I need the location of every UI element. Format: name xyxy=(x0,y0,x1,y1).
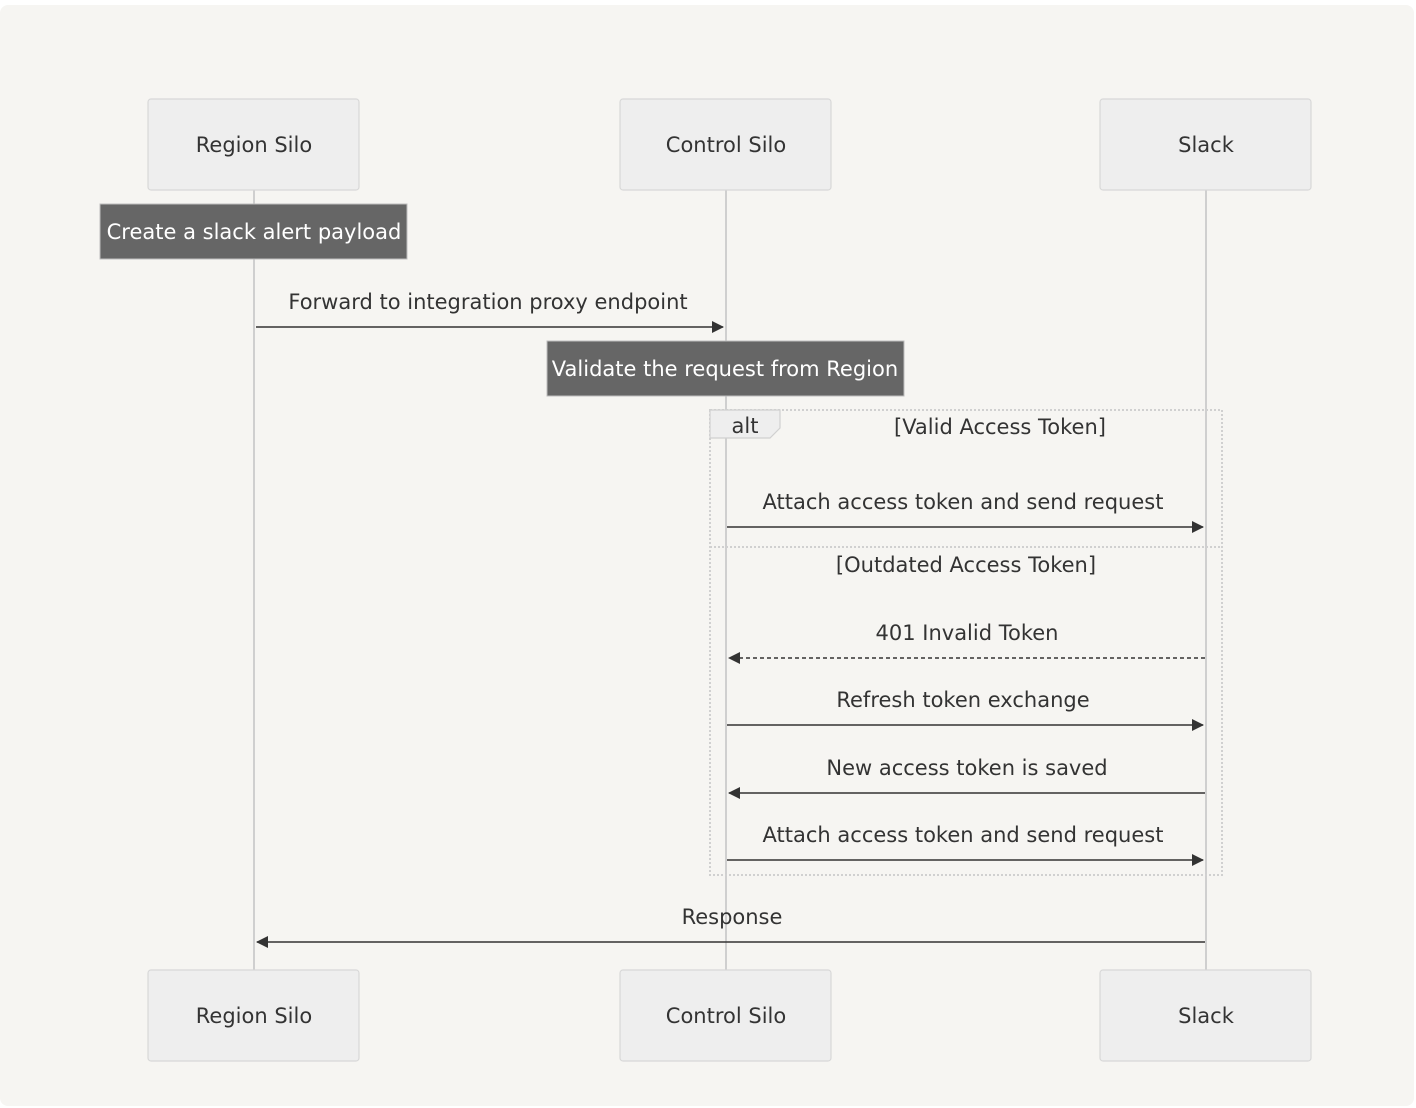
message-label: New access token is saved xyxy=(826,756,1107,780)
message-refresh-exchange: Refresh token exchange xyxy=(727,688,1204,731)
actor-label: Control Silo xyxy=(666,1004,786,1028)
alt-border xyxy=(709,409,1223,876)
message-label: Attach access token and send request xyxy=(763,490,1164,514)
note-create-payload: Create a slack alert payload xyxy=(99,203,408,260)
alt-tab xyxy=(709,409,781,439)
message-response: Response xyxy=(256,905,1205,948)
note-text: Validate the request from Region xyxy=(552,357,898,381)
actor-bottom-control: Control Silo xyxy=(619,969,832,1062)
actor-label: Region Silo xyxy=(196,1004,312,1028)
message-label: 401 Invalid Token xyxy=(876,621,1059,645)
message-invalid-token: 401 Invalid Token xyxy=(728,621,1205,664)
message-label: Response xyxy=(682,905,783,929)
alt-frame: alt [Valid Access Token] [Outdated Acces… xyxy=(709,409,1223,876)
actor-top-region: Region Silo xyxy=(147,98,360,191)
message-attach-token-1: Attach access token and send request xyxy=(727,490,1204,533)
actor-label: Slack xyxy=(1178,133,1235,157)
alt-keyword: alt xyxy=(732,414,759,438)
alt-condition-valid: [Valid Access Token] xyxy=(894,415,1106,439)
message-label: Attach access token and send request xyxy=(763,823,1164,847)
actor-top-control: Control Silo xyxy=(619,98,832,191)
diagram-background xyxy=(0,5,1414,1106)
message-label: Refresh token exchange xyxy=(836,688,1089,712)
message-attach-token-2: Attach access token and send request xyxy=(727,823,1204,866)
alt-condition-outdated: [Outdated Access Token] xyxy=(836,553,1096,577)
actor-top-slack: Slack xyxy=(1099,98,1312,191)
actor-label: Slack xyxy=(1178,1004,1235,1028)
note-validate: Validate the request from Region xyxy=(546,340,905,397)
note-text: Create a slack alert payload xyxy=(107,220,402,244)
actor-bottom-slack: Slack xyxy=(1099,969,1312,1062)
message-forward: Forward to integration proxy endpoint xyxy=(256,290,724,333)
actor-bottom-region: Region Silo xyxy=(147,969,360,1062)
actor-label: Control Silo xyxy=(666,133,786,157)
message-label: Forward to integration proxy endpoint xyxy=(288,290,687,314)
message-new-token-saved: New access token is saved xyxy=(728,756,1205,799)
actor-label: Region Silo xyxy=(196,133,312,157)
